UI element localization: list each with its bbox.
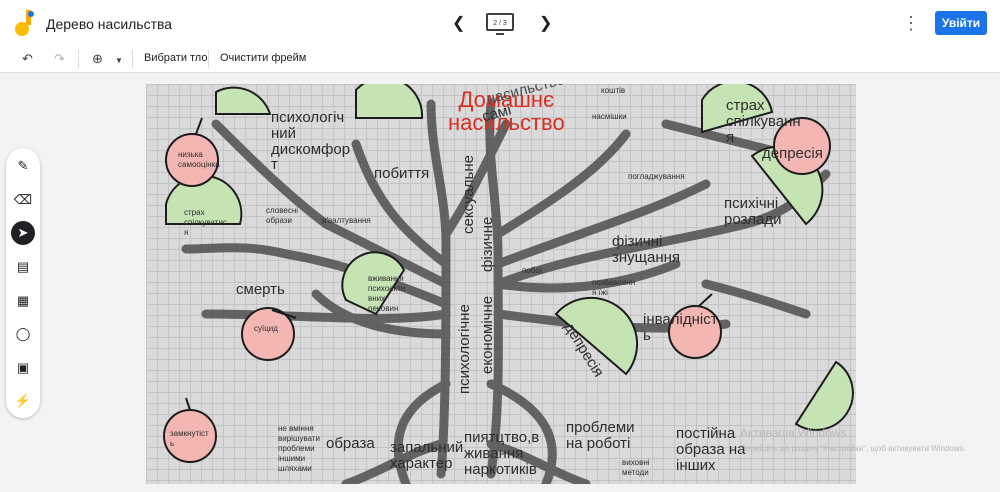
trunk-stroke: [341, 439, 446, 484]
apple-shape: [241, 307, 295, 361]
trunk-stroke: [493, 129, 631, 239]
trunk-stroke: [441, 119, 511, 239]
trunk-stroke: [426, 99, 451, 479]
label-psych-disorders[interactable]: психічні розлади: [724, 195, 782, 228]
tools-sidebar: ✎ ⌫ ➤ ▤ ▦ ◯ ▣ ⚡: [6, 148, 40, 418]
trunk-stroke: [201, 309, 451, 323]
label-constant-insult[interactable]: постійна образа на інших: [676, 425, 746, 474]
label-death[interactable]: смерть: [236, 281, 285, 298]
leaf-shape: [355, 84, 424, 119]
trunk-stroke: [493, 259, 681, 293]
trunk-stroke: [486, 379, 557, 484]
label-suicide[interactable]: суїцид: [254, 324, 278, 333]
toolbar-divider: [78, 50, 79, 68]
leaf-shape: [554, 296, 639, 376]
apple-stem: [698, 293, 713, 307]
trunk-stroke: [181, 243, 451, 309]
trunk-stroke: [211, 119, 451, 289]
whiteboard-canvas[interactable]: Домашнє насильство психологіч ний диском…: [146, 84, 856, 484]
leaf-shape: [165, 174, 243, 225]
label-physical-abuse[interactable]: фізичні знущання: [612, 233, 681, 266]
toolbar-divider: [208, 50, 209, 68]
trunk-stroke: [393, 379, 451, 484]
trunk-stroke: [351, 139, 451, 269]
label-work[interactable]: проблеми на роботі: [566, 419, 635, 452]
label-upbringing[interactable]: виховні методи: [622, 458, 650, 477]
label-depression-right[interactable]: депресія: [762, 145, 823, 162]
leaf-shape: [215, 86, 272, 115]
next-frame-button[interactable]: ❯: [539, 15, 553, 32]
tree-drawing: [163, 84, 854, 484]
app-header: Дерево насильства ❮ 2 / 3 ❯ ⋮ Увійти: [0, 0, 1000, 47]
document-title[interactable]: Дерево насильства: [46, 16, 173, 32]
undo-icon[interactable]: ↶: [22, 51, 33, 66]
toolbar: ↶ ↷ ⊕ ▼ Вибрати тло Очистити фрейм: [0, 46, 1000, 73]
label-trunk-econ[interactable]: економічне: [479, 295, 496, 374]
label-drinking[interactable]: пиятцтво,в живання наркотиків: [464, 429, 540, 478]
label-low-esteem[interactable]: низька самооцінка: [178, 150, 220, 169]
label-rape[interactable]: зґвалтування: [321, 216, 371, 225]
circle-icon[interactable]: ◯: [15, 326, 31, 341]
apple-stem: [185, 397, 191, 411]
label-psych[interactable]: психологіч ний дискомфор т: [271, 109, 351, 174]
apple-stem: [271, 309, 297, 319]
redo-icon[interactable]: ↷: [54, 51, 65, 66]
leaf-shape: [794, 360, 854, 431]
label-fear-comm-right[interactable]: страх спілкуванн я: [726, 97, 801, 146]
apple-shape: [165, 133, 219, 187]
chevron-down-icon[interactable]: ▼: [115, 56, 123, 65]
apple-shape: [773, 117, 831, 175]
label-trunk-sexual[interactable]: сексуальне: [460, 155, 477, 234]
sticky-note-icon[interactable]: ▤: [16, 259, 30, 274]
label-closed[interactable]: замкнутіст ь: [170, 429, 209, 448]
image-icon[interactable]: ▦: [16, 293, 30, 308]
trunk-stroke: [311, 289, 451, 339]
label-verbal[interactable]: словесні образи: [266, 206, 299, 225]
apple-shape: [668, 305, 722, 359]
windows-activation-text: Перейдіть до розділу "Настройки", щоб ак…: [740, 444, 966, 453]
set-background-button[interactable]: Вибрати тло: [144, 52, 208, 64]
select-icon[interactable]: ➤: [11, 221, 35, 245]
label-funds[interactable]: коштів: [601, 86, 626, 95]
text-box-icon[interactable]: ▣: [16, 360, 30, 375]
label-beats[interactable]: побої: [522, 266, 543, 275]
label-substances[interactable]: вживання психоакти вних речовин: [368, 274, 406, 313]
frame-indicator[interactable]: 2 / 3: [486, 13, 514, 35]
label-food[interactable]: позбавленн я їжі: [592, 278, 636, 297]
trunk-stroke: [486, 439, 591, 484]
clear-frame-button[interactable]: Очистити фрейм: [220, 52, 307, 64]
trunk-stroke: [493, 179, 711, 269]
more-options-icon[interactable]: ⋮: [902, 13, 920, 33]
label-trunk-psych[interactable]: психологічне: [456, 304, 473, 394]
label-stroking[interactable]: погладжування: [628, 172, 685, 181]
leaf-shape: [341, 251, 406, 316]
label-insult[interactable]: образа: [326, 435, 375, 452]
windows-activation-title: Активація Windows: [740, 426, 847, 440]
zoom-icon[interactable]: ⊕: [92, 51, 103, 66]
board-title[interactable]: Домашнє насильство: [448, 87, 565, 136]
pen-icon[interactable]: ✎: [17, 158, 29, 173]
previous-frame-button[interactable]: ❮: [452, 15, 466, 32]
trunk-stroke: [701, 279, 811, 319]
label-beatings[interactable]: побиття: [374, 165, 430, 182]
label-ridicule[interactable]: насмішки: [592, 112, 627, 121]
laser-icon[interactable]: ⚡: [14, 393, 32, 408]
label-trunk-physical[interactable]: фізичне: [479, 216, 496, 272]
label-disability[interactable]: інвалідніст ь: [643, 311, 718, 344]
signin-button[interactable]: Увійти: [935, 11, 987, 35]
eraser-icon[interactable]: ⌫: [13, 192, 33, 207]
label-temper[interactable]: запальний характер: [390, 439, 464, 472]
toolbar-divider: [132, 50, 133, 68]
leaf-shape: [701, 84, 774, 134]
label-no-skills[interactable]: не вміння вирішувати проблеми іншими шля…: [278, 424, 320, 473]
label-fear-comm-left[interactable]: страх спілкуватис я: [184, 208, 227, 237]
apple-stem: [195, 117, 203, 135]
jamboard-logo-icon: [15, 10, 34, 36]
